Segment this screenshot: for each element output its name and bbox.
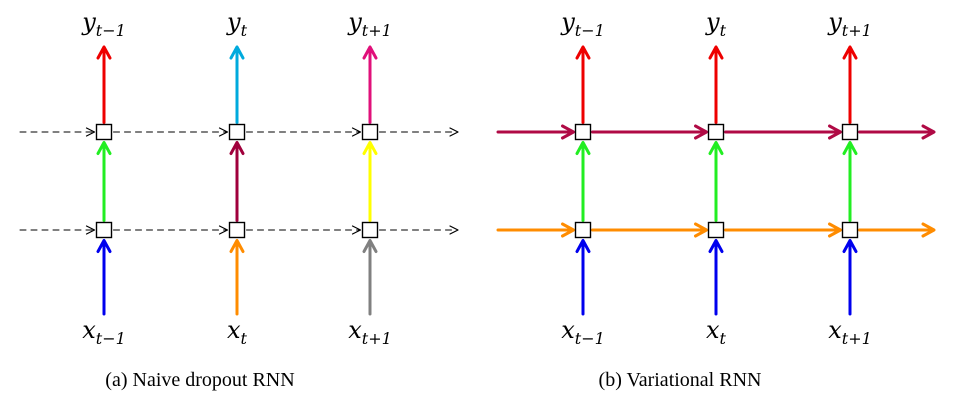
output-label-2: yt (226, 8, 248, 40)
caption-variational-rnn: (b) Variational RNN (599, 369, 762, 391)
hidden-unit-layer2-3 (361, 123, 379, 141)
hidden-arrow-3 (842, 141, 858, 222)
output-label-3: yt+1 (347, 8, 392, 40)
hidden-arrow-3 (362, 141, 378, 222)
hidden-unit-layer2-1 (574, 123, 592, 141)
recurrent-arrow-row2-out (379, 225, 459, 235)
input-arrow-2 (229, 239, 245, 316)
input-label-2: xt (227, 316, 248, 348)
hidden-arrow-1 (96, 141, 112, 222)
input-label-2: xt (706, 316, 727, 348)
input-arrow-3 (842, 239, 858, 316)
hidden-unit-layer1-2 (707, 221, 725, 239)
hidden-unit-layer1-3 (841, 221, 859, 239)
recurrent-arrow-row1-out (858, 124, 936, 140)
input-label-1: xt−1 (82, 316, 126, 348)
recurrent-arrow-row1-out (379, 127, 459, 137)
input-arrow-1 (96, 239, 112, 316)
input-arrow-2 (708, 239, 724, 316)
hidden-unit-layer2-2 (707, 123, 725, 141)
hidden-arrow-2 (229, 141, 245, 222)
input-label-3: xt+1 (348, 316, 392, 348)
hidden-unit-layer1-1 (95, 221, 113, 239)
input-arrow-1 (575, 239, 591, 316)
recurrent-arrow-row2-into-node2 (113, 225, 229, 235)
panel-naive-dropout-rnn: yt−1 xt−1 yt xt yt+1 xt+1 (19, 8, 459, 348)
recurrent-arrow-row1-into-node2 (591, 124, 708, 140)
recurrent-arrow-row1-into-node3 (724, 124, 842, 140)
recurrent-arrow-row2-into-node2 (591, 222, 708, 238)
output-arrow-3 (842, 45, 858, 124)
hidden-unit-layer1-3 (361, 221, 379, 239)
output-label-1: yt−1 (81, 8, 126, 40)
recurrent-arrow-row1-into-node1 (19, 127, 96, 137)
caption-naive-dropout-rnn: (a) Naive dropout RNN (105, 369, 294, 391)
input-label-1: xt−1 (561, 316, 605, 348)
recurrent-arrow-row2-out (858, 222, 936, 238)
hidden-arrow-2 (708, 141, 724, 222)
output-label-2: yt (705, 8, 727, 40)
input-arrow-3 (362, 239, 378, 316)
hidden-unit-layer2-1 (95, 123, 113, 141)
output-arrow-2 (708, 45, 724, 124)
output-arrow-3 (362, 45, 378, 124)
input-label-3: xt+1 (828, 316, 872, 348)
output-arrow-2 (229, 45, 245, 124)
output-arrow-1 (96, 45, 112, 124)
recurrent-arrow-row1-into-node2 (113, 127, 229, 137)
recurrent-arrow-row2-into-node3 (724, 222, 842, 238)
hidden-unit-layer1-2 (228, 221, 246, 239)
hidden-unit-layer1-1 (574, 221, 592, 239)
panel-variational-rnn: yt−1 xt−1 yt xt yt+1 xt+1 (496, 8, 936, 348)
recurrent-arrow-row2-into-node3 (246, 225, 362, 235)
recurrent-arrow-row2-into-node1 (496, 222, 575, 238)
output-label-1: yt−1 (560, 8, 605, 40)
output-label-3: yt+1 (827, 8, 872, 40)
recurrent-arrow-row1-into-node1 (496, 124, 575, 140)
recurrent-arrow-row2-into-node1 (19, 225, 96, 235)
output-arrow-1 (575, 45, 591, 124)
hidden-unit-layer2-2 (228, 123, 246, 141)
hidden-arrow-1 (575, 141, 591, 222)
recurrent-arrow-row1-into-node3 (246, 127, 362, 137)
hidden-unit-layer2-3 (841, 123, 859, 141)
